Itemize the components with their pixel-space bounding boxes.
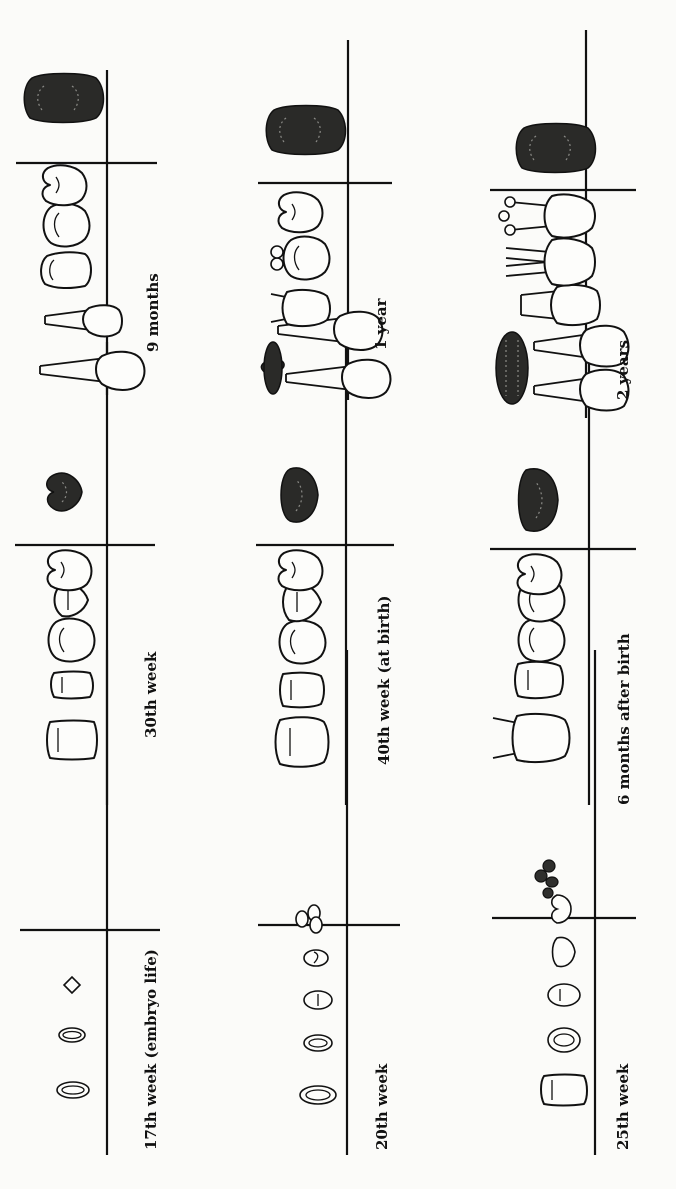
tooth-germ — [548, 1028, 580, 1052]
rooted-incisor — [40, 352, 145, 390]
tooth-crown — [48, 550, 92, 590]
permanent-tooth-germ — [260, 342, 285, 394]
tooth-germ-cluster — [296, 905, 322, 933]
tooth-crown — [271, 237, 330, 280]
rooted-incisor — [45, 305, 122, 336]
panel-40th-week: 40th week (at birth) — [256, 342, 394, 805]
permanent-tooth-germ — [281, 468, 318, 522]
panel-label: 25th week — [614, 1063, 632, 1150]
rooted-tooth — [521, 285, 600, 325]
tooth-germ — [304, 991, 332, 1009]
tooth-crown — [43, 165, 87, 205]
tooth-crown — [280, 673, 324, 708]
permanent-tooth-germ — [496, 332, 528, 404]
tooth-crown — [41, 252, 91, 288]
tooth-crown — [280, 621, 326, 664]
tooth-crown — [279, 192, 323, 232]
tooth-germ — [304, 1035, 332, 1051]
tooth-germ — [548, 984, 580, 1006]
tooth-germ — [300, 1086, 336, 1104]
tooth-crown — [279, 550, 323, 590]
panel-label: 40th week (at birth) — [375, 595, 393, 765]
panel-label: 17th week (embryo life) — [142, 949, 160, 1150]
panel-label: 1 year — [372, 297, 390, 350]
panel-label: 2 years — [614, 340, 632, 400]
permanent-tooth-germ — [519, 469, 559, 531]
permanent-tooth-germ-cluster — [535, 860, 558, 898]
panel-1-year: 1 year — [258, 40, 392, 400]
panel-label: 30th week — [142, 651, 160, 738]
tooth-crown — [51, 672, 93, 699]
tooth-germ — [552, 895, 571, 923]
tooth-germ — [304, 950, 328, 966]
tooth-germ — [541, 1075, 587, 1106]
permanent-tooth-germ — [516, 124, 595, 173]
rooted-incisor — [286, 360, 391, 398]
panel-9-months: 9 months — [16, 70, 162, 395]
panel-label: 20th week — [373, 1063, 391, 1150]
panel-30th-week: 30th week — [15, 342, 160, 805]
tooth-germ — [553, 938, 576, 967]
tooth-crown — [515, 662, 563, 698]
tooth-germ — [64, 977, 80, 993]
permanent-tooth-germ — [24, 74, 103, 123]
rooted-molar — [506, 238, 595, 285]
permanent-tooth-germ — [47, 473, 82, 511]
panel-2-years: 2 years — [490, 30, 636, 418]
tooth-crown — [44, 204, 90, 247]
panel-label: 9 months — [144, 273, 162, 352]
tooth-crown — [518, 554, 562, 594]
panel-6-months: 6 months after birth — [490, 342, 636, 805]
tooth-crown — [276, 717, 329, 767]
permanent-tooth-germ — [266, 106, 345, 155]
tooth-crown — [493, 714, 570, 762]
tooth-crown — [519, 619, 565, 662]
rooted-molar — [499, 194, 595, 237]
tooth-germ — [57, 1082, 89, 1098]
tooth-crown — [49, 619, 95, 662]
tooth-germ — [59, 1028, 85, 1042]
tooth-crown — [271, 290, 330, 326]
tooth-crown — [47, 721, 97, 760]
panel-label: 6 months after birth — [615, 633, 633, 805]
